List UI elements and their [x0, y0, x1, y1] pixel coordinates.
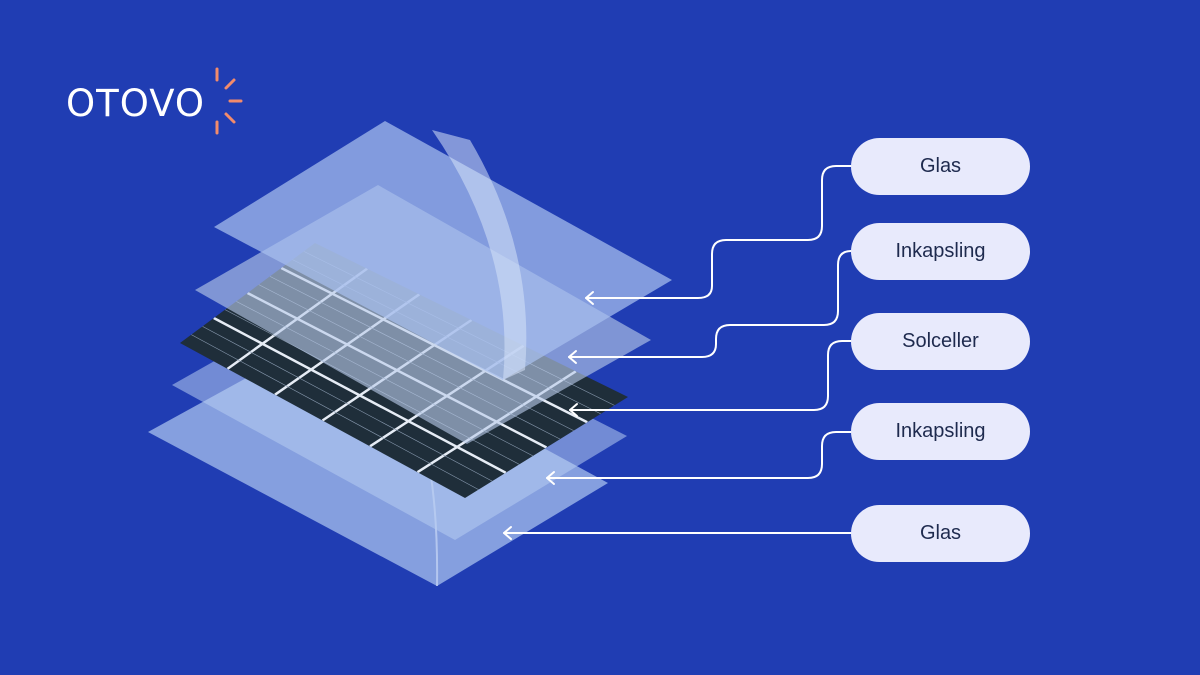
layer-top-glass [214, 121, 672, 380]
connector-solceller [569, 340, 852, 411]
arrowhead-1 [585, 291, 594, 305]
label-inkapsling-bottom: Inkapsling [851, 403, 1030, 460]
arrowhead-5 [503, 526, 512, 540]
label-glas-bottom: Glas [851, 505, 1030, 562]
arrowhead-3 [569, 403, 578, 417]
busbar-line [191, 334, 479, 490]
label-glas-top: Glas [851, 138, 1030, 195]
label-solceller: Solceller [851, 313, 1030, 370]
arrowhead-2 [568, 350, 577, 364]
connector-inkapsling-top [568, 250, 852, 358]
otovo-logo: OTOVO [66, 66, 266, 138]
logo-wordmark: OTOVO [66, 82, 205, 125]
cell-gap-line [213, 316, 507, 474]
connector-inkapsling-bottom [546, 431, 852, 479]
top-glass-curl [432, 130, 527, 380]
sun-rays-icon [215, 67, 243, 135]
busbar-line [202, 326, 493, 482]
label-inkapsling-top: Inkapsling [851, 223, 1030, 280]
connector-glas-top [585, 165, 852, 299]
arrowhead-4 [546, 471, 555, 485]
